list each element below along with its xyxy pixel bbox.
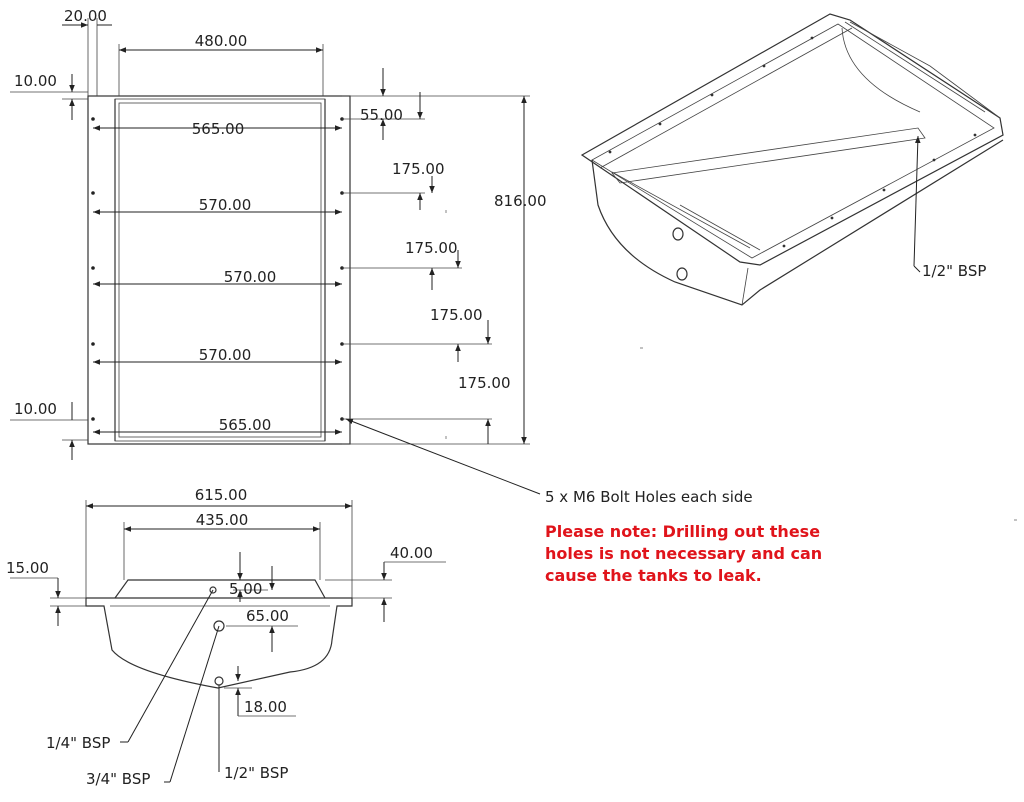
note-line-3: cause the tanks to leak. [545,566,762,585]
note-line-2: holes is not necessary and can [545,544,822,563]
isometric-view: 1/2" BSP [580,13,1004,306]
dim-175-b: 175.00 [405,239,458,257]
iso-tank-rim [580,13,1004,266]
iso-callout-half-bsp: 1/2" BSP [922,262,986,280]
tank-cross-section [85,597,353,689]
top-view: 480.00 20.00 10.00 10.00 565.00 570.00 5… [10,7,753,506]
three-quarter-bsp-fitting [213,620,225,632]
dim-18: 18.00 [244,698,287,716]
dim-175-a: 175.00 [392,160,445,178]
dim-175-d: 175.00 [458,374,511,392]
quarter-bsp-fitting [209,586,217,594]
iso-divider [611,127,926,184]
dim-570-b: 570.00 [224,268,277,286]
iso-fitting-upper [672,227,684,241]
bolt-holes-callout: 5 x M6 Bolt Holes each side [545,488,753,506]
tank-outline-top [87,95,351,445]
center-marks [445,210,1018,521]
callout-half-bsp: 1/2" BSP [224,764,288,782]
dim-15: 15.00 [6,559,49,577]
iso-tank-body [591,139,1004,306]
dim-65: 65.00 [246,607,289,625]
dim-435: 435.00 [196,511,249,529]
note-line-1: Please note: Drilling out these [545,522,820,541]
iso-fitting-lower [676,267,688,281]
callout-three-quarter-bsp: 3/4" BSP [86,770,150,788]
callout-quarter-bsp: 1/4" BSP [46,734,110,752]
end-view: 615.00 435.00 40.00 15.00 5.00 65.00 [6,486,446,788]
dim-10-top: 10.00 [14,72,57,90]
iso-bolt-holes [608,36,977,248]
dim-175-c: 175.00 [430,306,483,324]
warning-note: Please note: Drilling out these holes is… [545,522,822,585]
dim-565-bottom: 565.00 [219,416,272,434]
dim-565-top: 565.00 [192,120,245,138]
dim-55: 55.00 [360,106,403,124]
dim-480: 480.00 [195,32,248,50]
dim-20: 20.00 [64,7,107,25]
dim-615: 615.00 [195,486,248,504]
dim-40: 40.00 [390,544,433,562]
half-bsp-fitting [214,676,224,686]
tank-lid [114,579,326,599]
dim-570-a: 570.00 [199,196,252,214]
dim-10-bottom: 10.00 [14,400,57,418]
tank-inner-frame [114,98,326,442]
bolt-holes [91,117,344,421]
dim-570-c: 570.00 [199,346,252,364]
dim-5: 5.00 [229,580,262,598]
dim-816: 816.00 [494,192,547,210]
